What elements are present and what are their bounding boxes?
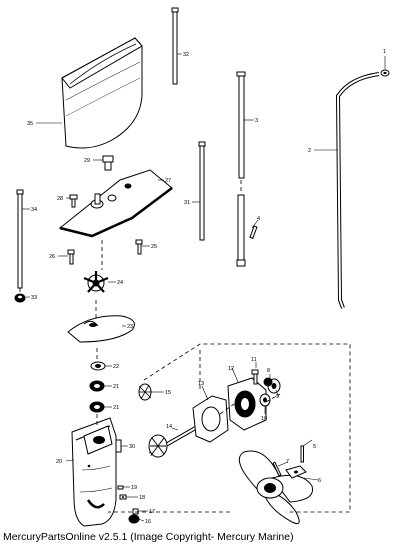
part-exhaust-housing[interactable]: [61, 37, 143, 149]
callout-18: 18: [139, 495, 145, 501]
part-water-tube-2[interactable]: [335, 72, 380, 309]
callout-19: 19: [131, 485, 137, 491]
part-bearing-21a[interactable]: [89, 380, 105, 392]
callout-12: 12: [228, 366, 234, 372]
part-nut-33[interactable]: [14, 293, 26, 303]
callout-33: 33: [31, 295, 37, 301]
part-screw-18[interactable]: [119, 494, 127, 500]
callout-1: 1: [383, 49, 386, 55]
part-stud-34[interactable]: [16, 189, 24, 289]
part-bolt-25[interactable]: [135, 239, 143, 255]
part-gearcase-20[interactable]: [71, 417, 117, 527]
callout-11: 11: [251, 357, 257, 363]
callout-28: 28: [57, 196, 63, 202]
callout-4: 4: [257, 216, 260, 222]
callout-14: 14: [166, 424, 172, 430]
part-pin-5[interactable]: [300, 445, 304, 463]
part-plate-23[interactable]: [67, 315, 135, 343]
part-impeller-24[interactable]: [83, 271, 109, 293]
callout-8: 8: [267, 368, 270, 374]
callout-17: 17: [149, 509, 155, 515]
callout-34: 34: [31, 207, 37, 213]
callout-21a: 21: [113, 384, 119, 390]
part-plug-16[interactable]: [128, 514, 140, 524]
callout-9: 9: [276, 394, 279, 400]
part-screw-29[interactable]: [102, 155, 114, 171]
callout-21b: 21: [113, 405, 119, 411]
callout-30: 30: [129, 444, 135, 450]
part-gasket-13[interactable]: [192, 395, 229, 443]
part-bearing-carrier-12[interactable]: [227, 377, 267, 431]
callout-31: 31: [184, 200, 190, 206]
part-grommet-1[interactable]: [380, 69, 390, 77]
part-rod-31[interactable]: [198, 141, 206, 241]
callout-25: 25: [151, 244, 157, 250]
part-pinion-gear-15[interactable]: [138, 383, 152, 401]
callout-3: 3: [255, 118, 258, 124]
assembly-lines: [19, 240, 351, 513]
part-screw-30[interactable]: [115, 439, 122, 453]
part-pin-4[interactable]: [249, 225, 258, 239]
copyright-footer: MercuryPartsOnline v2.5.1 (Image Copyrig…: [3, 531, 294, 543]
part-seal-22[interactable]: [90, 361, 106, 371]
callout-5: 5: [313, 444, 316, 450]
callout-29: 29: [84, 158, 90, 164]
callout-labels: 1 2 3 4 5 6 7 8 9 10 11 12 13 14 15 16 1…: [27, 49, 386, 525]
part-screw-19[interactable]: [117, 485, 124, 490]
callout-16: 16: [145, 519, 151, 525]
part-bearing-21b[interactable]: [89, 401, 105, 413]
callout-32: 32: [183, 52, 189, 58]
part-bolt-11[interactable]: [251, 369, 259, 385]
callout-15: 15: [165, 390, 171, 396]
callout-22: 22: [113, 364, 119, 370]
part-nut-8[interactable]: [263, 377, 273, 387]
part-rod-32[interactable]: [171, 7, 179, 85]
callout-23: 23: [127, 324, 133, 330]
part-propeller-6[interactable]: [238, 450, 314, 525]
part-mount-plate-27[interactable]: [58, 169, 173, 238]
part-screw-28[interactable]: [69, 194, 78, 208]
callout-24: 24: [117, 280, 123, 286]
part-cotter-pin-7[interactable]: [272, 461, 282, 477]
part-plug-17[interactable]: [132, 508, 139, 515]
callout-20: 20: [56, 459, 62, 465]
callout-13: 13: [198, 381, 204, 387]
callout-leaders: [22, 53, 386, 522]
callout-27: 27: [165, 178, 171, 184]
callout-7: 7: [286, 459, 289, 465]
part-washer-10[interactable]: [259, 393, 271, 407]
callout-6: 6: [318, 478, 321, 484]
callout-2: 2: [308, 148, 311, 154]
part-driveshaft-3[interactable]: [236, 71, 246, 267]
exploded-parts-diagram: 1 2 3 4 5 6 7 8 9 10 11 12 13 14 15 16 1…: [14, 7, 390, 527]
callout-26: 26: [49, 254, 55, 260]
callout-35: 35: [27, 121, 33, 127]
part-bolt-left[interactable]: [67, 249, 75, 265]
part-washer-6b[interactable]: [285, 465, 307, 479]
callout-10: 10: [261, 416, 267, 422]
